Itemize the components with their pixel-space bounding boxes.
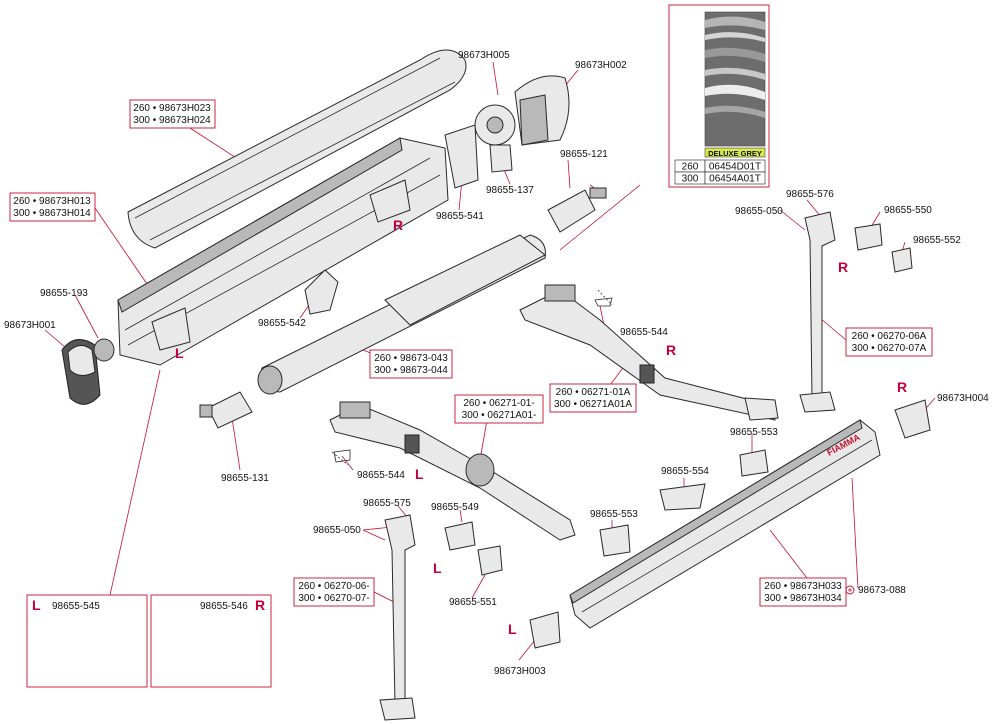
part-labels: 260 • 98673H023 300 • 98673H024 260 • 98… — [4, 50, 989, 677]
label-boxes — [9, 99, 933, 688]
label-p553a: 98655-553 — [730, 427, 778, 438]
part-front-profile: FIAMMA — [569, 419, 881, 629]
label-p137: 98655-137 — [486, 185, 534, 196]
label-h013: 260 • 98673H013 — [13, 196, 91, 207]
label-p131: 98655-131 — [221, 473, 269, 484]
label-p541: 98655-541 — [436, 211, 484, 222]
label-b01: 260 • 06271-01- — [463, 398, 534, 409]
part-top-cover — [127, 49, 467, 249]
label-p542: 98655-542 — [258, 318, 306, 329]
part-small-clips — [333, 297, 769, 557]
label-h034: 300 • 98673H034 — [764, 593, 842, 604]
fabric-code-300: 06454A01T — [709, 174, 761, 185]
part-end-cap-right-top — [444, 75, 570, 189]
part-end-cap-left — [61, 338, 115, 405]
label-a01b: 300 • 06271A01A — [554, 399, 632, 410]
label-p551: 98655-551 — [449, 597, 497, 608]
label-h024: 300 • 98673H024 — [133, 115, 211, 126]
marker-r-2: R — [666, 342, 676, 358]
fabric-name-label — [704, 147, 766, 158]
label-h014: 300 • 98673H014 — [13, 208, 91, 219]
label-p121: 98655-121 — [560, 149, 608, 160]
label-p043: 260 • 98673-043 — [374, 353, 448, 364]
marker-l-2: L — [415, 466, 424, 482]
marker-l-1: L — [175, 345, 184, 361]
label-h002: 98673H002 — [575, 60, 627, 71]
part-roller-tube — [257, 234, 546, 395]
marker-l-4: L — [508, 621, 517, 637]
label-b01b: 300 • 06271A01- — [462, 410, 537, 421]
label-p050a: 98655-050 — [735, 206, 783, 217]
label-a01: 260 • 06271-01A — [556, 387, 631, 398]
label-h001: 98673H001 — [4, 320, 56, 331]
label-p549: 98655-549 — [431, 502, 479, 513]
part-main-rail — [117, 137, 449, 366]
label-p552: 98655-552 — [913, 235, 961, 246]
part-arm-right — [519, 284, 779, 421]
fabric-name: DELUXE GREY — [708, 149, 762, 158]
label-p544b: 98655-544 — [357, 470, 405, 481]
label-p544a: 98655-544 — [620, 327, 668, 338]
marker-l-5: L — [32, 597, 41, 613]
label-h003: 98673H003 — [494, 666, 546, 677]
label-p576: 98655-576 — [786, 189, 834, 200]
label-h023: 260 • 98673H023 — [133, 103, 211, 114]
marker-r-4: R — [897, 379, 907, 395]
fabric-panel: DELUXE GREY 260 06454D01T 300 06454A01T — [668, 4, 770, 188]
marker-r-1: R — [393, 217, 403, 233]
leader-lines — [44, 61, 936, 661]
fabric-size-260: 260 — [682, 162, 699, 173]
label-p050b: 98655-050 — [313, 525, 361, 536]
label-p554: 98655-554 — [661, 466, 709, 477]
label-l07: 300 • 06270-07- — [298, 593, 369, 604]
part-arm-left — [329, 401, 576, 541]
marker-l-3: L — [433, 560, 442, 576]
label-r06a: 260 • 06270-06A — [852, 331, 927, 342]
side-markers: L L L L L R R R R R — [32, 217, 907, 637]
label-h033: 260 • 98673H033 — [764, 581, 842, 592]
fabric-size-300: 300 — [682, 174, 699, 185]
marker-r-5: R — [255, 597, 265, 613]
part-bracket-542 — [304, 269, 339, 315]
label-p553b: 98655-553 — [590, 509, 638, 520]
label-p193: 98655-193 — [40, 288, 88, 299]
part-leg-left — [379, 514, 503, 721]
fabric-swatch-image — [704, 11, 766, 147]
label-p575: 98655-575 — [363, 498, 411, 509]
label-r07a: 300 • 06270-07A — [852, 343, 927, 354]
fabric-code-260: 06454D01T — [709, 162, 761, 173]
label-p044: 300 • 98673-044 — [374, 365, 448, 376]
label-p550: 98655-550 — [884, 205, 932, 216]
label-p546: 98655-546 — [200, 601, 248, 612]
marker-r-3: R — [838, 259, 848, 275]
label-h004: 98673H004 — [937, 393, 989, 404]
part-front-end-caps — [529, 399, 931, 649]
label-p545: 98655-545 — [52, 601, 100, 612]
part-spring-ends — [199, 187, 607, 429]
label-h005: 98673H005 — [458, 50, 510, 61]
label-p088: 98673-088 — [858, 585, 906, 596]
label-l06: 260 • 06270-06- — [298, 581, 369, 592]
part-leg-right — [799, 211, 913, 413]
